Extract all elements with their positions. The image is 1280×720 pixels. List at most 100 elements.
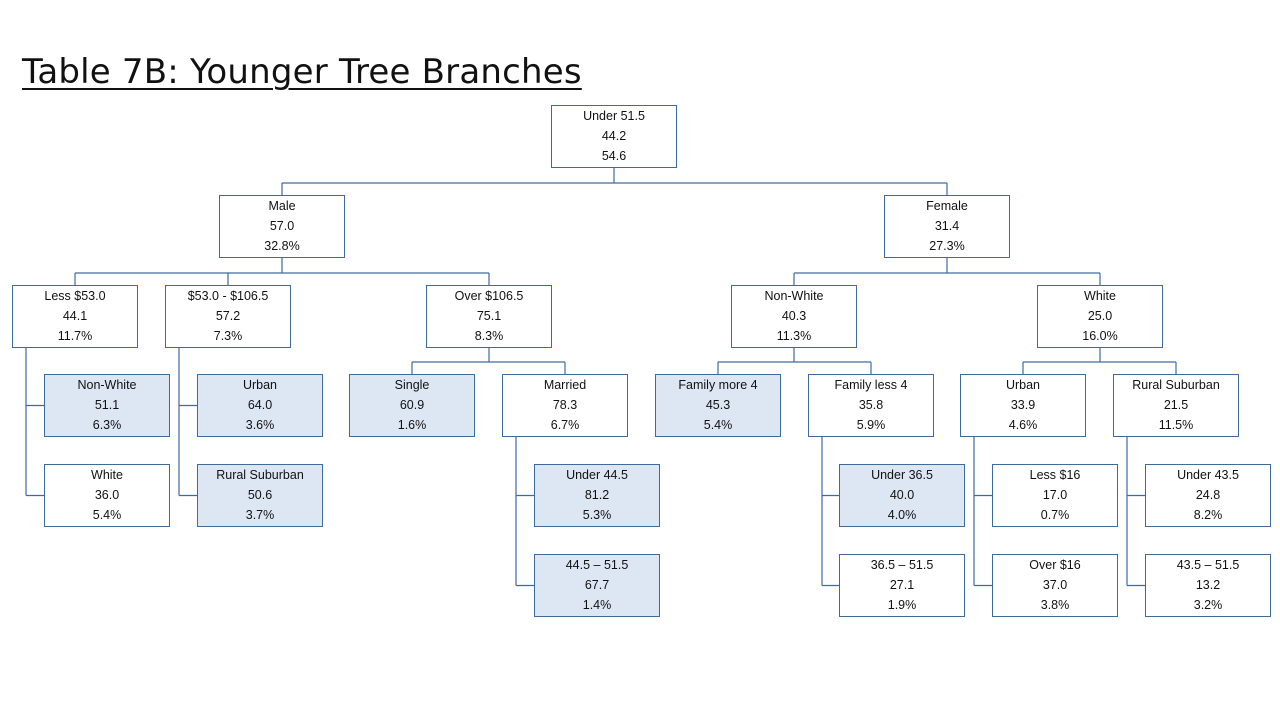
node-pct: 5.9% <box>856 418 886 432</box>
tree-node-f-rural: Rural Suburban 21.5 11.5% <box>1113 374 1239 437</box>
node-pct: 5.3% <box>582 508 612 522</box>
tree-node-r365-515: 36.5 – 51.5 27.1 1.9% <box>839 554 965 617</box>
node-pct: 27.3% <box>929 239 965 253</box>
tree-node-root: Under 51.5 44.2 54.6 <box>551 105 677 168</box>
node-value: 37.0 <box>1042 578 1068 592</box>
node-label: 36.5 – 51.5 <box>870 558 934 572</box>
tree-node-mid53: $53.0 - $106.5 57.2 7.3% <box>165 285 291 348</box>
node-value: 44.1 <box>62 309 88 323</box>
node-value: 13.2 <box>1195 578 1221 592</box>
node-label: Over $106.5 <box>454 289 524 303</box>
node-pct: 6.3% <box>92 418 122 432</box>
node-label: Family less 4 <box>834 378 908 392</box>
node-value: 57.0 <box>269 219 295 233</box>
node-label: Rural Suburban <box>1132 378 1220 392</box>
node-pct: 54.6 <box>601 149 627 163</box>
tree-node-over106: Over $106.5 75.1 8.3% <box>426 285 552 348</box>
node-pct: 16.0% <box>1082 329 1118 343</box>
node-value: 50.6 <box>247 488 273 502</box>
node-pct: 0.7% <box>1040 508 1070 522</box>
node-label: Single <box>394 378 430 392</box>
node-value: 60.9 <box>399 398 425 412</box>
node-value: 21.5 <box>1163 398 1189 412</box>
node-label: Married <box>543 378 587 392</box>
node-label: Under 36.5 <box>871 468 933 482</box>
node-value: 35.8 <box>858 398 884 412</box>
tree-node-m-urban: Urban 64.0 3.6% <box>197 374 323 437</box>
node-label: Family more 4 <box>678 378 758 392</box>
node-label: Urban <box>1005 378 1041 392</box>
node-pct: 8.2% <box>1193 508 1223 522</box>
node-pct: 3.7% <box>245 508 275 522</box>
node-pct: 32.8% <box>264 239 300 253</box>
node-pct: 3.8% <box>1040 598 1070 612</box>
tree-node-famless4: Family less 4 35.8 5.9% <box>808 374 934 437</box>
node-pct: 3.6% <box>245 418 275 432</box>
node-pct: 11.7% <box>57 329 93 343</box>
tree-node-single: Single 60.9 1.6% <box>349 374 475 437</box>
node-value: 51.1 <box>94 398 120 412</box>
node-label: Under 44.5 <box>566 468 628 482</box>
node-pct: 1.9% <box>887 598 917 612</box>
tree-node-f-urban: Urban 33.9 4.6% <box>960 374 1086 437</box>
node-label: Under 51.5 <box>583 109 645 123</box>
node-pct: 1.6% <box>397 418 427 432</box>
node-value: 44.2 <box>601 129 627 143</box>
node-value: 27.1 <box>889 578 915 592</box>
node-label: Non-White <box>77 378 137 392</box>
node-label: Under 43.5 <box>1177 468 1239 482</box>
node-label: Male <box>268 199 296 213</box>
node-pct: 6.7% <box>550 418 580 432</box>
node-pct: 11.5% <box>1158 418 1194 432</box>
node-pct: 4.0% <box>887 508 917 522</box>
tree-node-less53: Less $53.0 44.1 11.7% <box>12 285 138 348</box>
node-pct: 11.3% <box>776 329 812 343</box>
node-label: White <box>91 468 123 482</box>
node-label: $53.0 - $106.5 <box>187 289 269 303</box>
tree-node-female: Female 31.4 27.3% <box>884 195 1010 258</box>
node-label: Urban <box>242 378 278 392</box>
page-title: Table 7B: Younger Tree Branches <box>22 52 582 92</box>
node-label: White <box>1084 289 1116 303</box>
tree-node-r435-515: 43.5 – 51.5 13.2 3.2% <box>1145 554 1271 617</box>
node-pct: 3.2% <box>1193 598 1223 612</box>
node-pct: 5.4% <box>703 418 733 432</box>
node-value: 67.7 <box>584 578 610 592</box>
tree-node-r445-515: 44.5 – 51.5 67.7 1.4% <box>534 554 660 617</box>
node-value: 75.1 <box>476 309 502 323</box>
node-value: 40.3 <box>781 309 807 323</box>
tree-node-under435: Under 43.5 24.8 8.2% <box>1145 464 1271 527</box>
node-label: Female <box>926 199 968 213</box>
node-value: 57.2 <box>215 309 241 323</box>
node-value: 24.8 <box>1195 488 1221 502</box>
node-value: 17.0 <box>1042 488 1068 502</box>
tree-node-married: Married 78.3 6.7% <box>502 374 628 437</box>
tree-node-under365: Under 36.5 40.0 4.0% <box>839 464 965 527</box>
node-value: 31.4 <box>934 219 960 233</box>
node-label: Less $16 <box>1029 468 1081 482</box>
node-pct: 8.3% <box>474 329 504 343</box>
tree-node-male: Male 57.0 32.8% <box>219 195 345 258</box>
tree-node-fammore4: Family more 4 45.3 5.4% <box>655 374 781 437</box>
tree-node-less16: Less $16 17.0 0.7% <box>992 464 1118 527</box>
node-label: Less $53.0 <box>44 289 106 303</box>
node-label: 44.5 – 51.5 <box>565 558 629 572</box>
node-value: 78.3 <box>552 398 578 412</box>
tree-node-m-nonwhite: Non-White 51.1 6.3% <box>44 374 170 437</box>
tree-node-under445: Under 44.5 81.2 5.3% <box>534 464 660 527</box>
node-label: 43.5 – 51.5 <box>1176 558 1240 572</box>
node-pct: 7.3% <box>213 329 243 343</box>
node-value: 45.3 <box>705 398 731 412</box>
node-pct: 1.4% <box>582 598 612 612</box>
node-value: 64.0 <box>247 398 273 412</box>
node-pct: 4.6% <box>1008 418 1038 432</box>
node-value: 40.0 <box>889 488 915 502</box>
node-value: 33.9 <box>1010 398 1036 412</box>
node-value: 81.2 <box>584 488 610 502</box>
